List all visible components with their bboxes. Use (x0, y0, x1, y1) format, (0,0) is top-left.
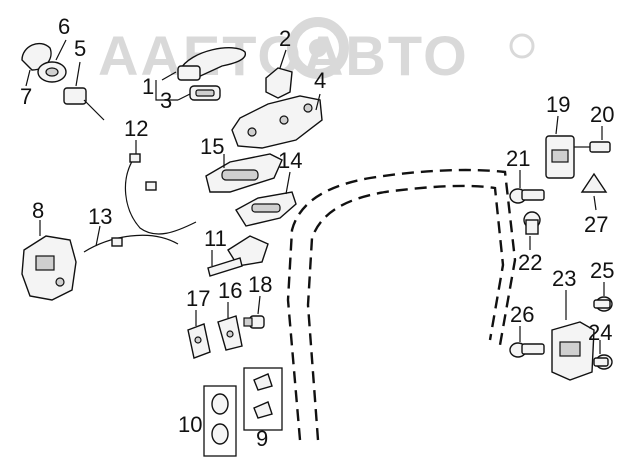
handle-cap (265, 67, 293, 99)
outside-handle-cable (83, 234, 179, 253)
callout-9: 9 (256, 426, 268, 451)
callout-19: 19 (546, 92, 570, 117)
actuator-link (207, 235, 269, 277)
callout-18: 18 (248, 272, 272, 297)
lock-rod (63, 87, 105, 121)
callout-22: 22 (518, 250, 542, 275)
callout-8: 8 (32, 198, 44, 223)
callout-12: 12 (124, 116, 148, 141)
callout-11: 11 (204, 226, 227, 251)
callout-4: 4 (314, 68, 326, 93)
inside-handle-cable (124, 153, 197, 235)
lower-hinge-bolt-right (593, 354, 613, 370)
bolt-set-box (243, 367, 283, 431)
callout-17: 17 (186, 286, 210, 311)
callout-13: 13 (88, 204, 112, 229)
callout-20: 20 (590, 102, 614, 127)
upper-hinge (545, 135, 575, 179)
callout-1: 1 (142, 74, 154, 99)
outside-door-handle (177, 46, 246, 81)
callout-5: 5 (74, 36, 86, 61)
watermark-gear-icon (287, 17, 349, 79)
callout-15: 15 (200, 134, 224, 159)
lower-hinge-bolt-upper (593, 296, 613, 312)
door-outline (286, 168, 517, 441)
door-latch-assembly (21, 235, 77, 301)
callout-27: 27 (584, 212, 608, 237)
hinge-pin-cap (580, 172, 608, 193)
lower-hinge (551, 321, 595, 381)
callout-14: 14 (278, 148, 302, 173)
callout-6: 6 (58, 14, 70, 39)
hinge-bolt-door (509, 188, 545, 204)
leader-lines (25, 39, 605, 354)
inside-handle (205, 153, 283, 193)
inside-handle-bezel (235, 191, 297, 227)
callout-7: 7 (20, 84, 32, 109)
watermark-registered-icon (509, 33, 535, 59)
callout-3: 3 (160, 88, 172, 113)
callout-21: 21 (506, 146, 530, 171)
callout-2: 2 (279, 26, 291, 51)
striker-screw (243, 315, 265, 329)
striker-plate (217, 315, 243, 351)
callout-16: 16 (218, 278, 242, 303)
callout-10: 10 (178, 412, 202, 437)
callout-26: 26 (510, 302, 534, 327)
striker-shim-plate (187, 323, 211, 359)
hinge-bolt-upper (574, 141, 611, 153)
callout-23: 23 (552, 266, 576, 291)
callout-labels: 1 2 3 4 5 6 7 8 9 10 11 12 13 14 15 16 1… (20, 14, 614, 451)
plug-set-box (203, 385, 237, 457)
lower-hinge-bolt-left (509, 342, 545, 358)
callout-25: 25 (590, 258, 614, 283)
door-bumper (523, 211, 541, 235)
callout-24: 24 (588, 320, 612, 345)
handle-reinforcement-bracket (231, 95, 323, 149)
lock-cylinder (37, 61, 67, 83)
handle-bezel (189, 85, 221, 101)
